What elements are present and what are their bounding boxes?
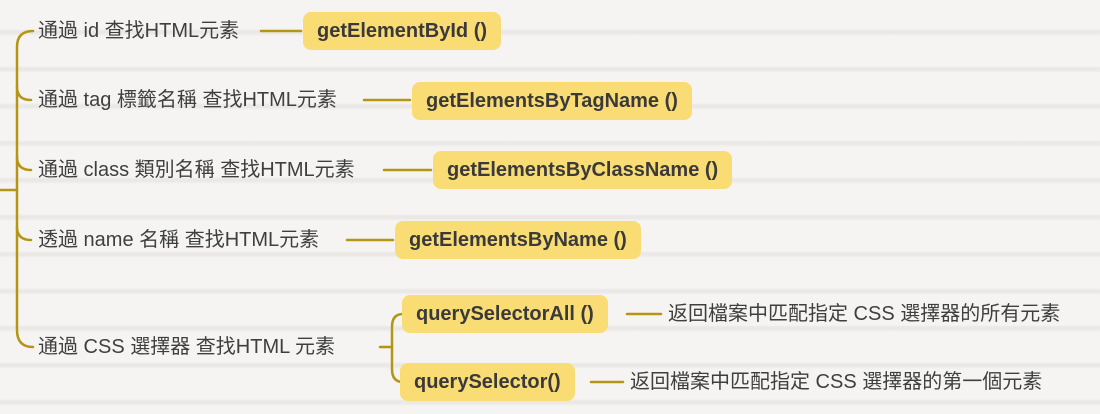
- branch-label-class[interactable]: 通過 class 類別名稱 查找HTML元素: [38, 159, 355, 181]
- desc-label-queryselectorall[interactable]: 返回檔案中匹配指定 CSS 選擇器的所有元素: [668, 303, 1061, 325]
- branch-label-tag[interactable]: 通過 tag 標籤名稱 查找HTML元素: [38, 89, 337, 111]
- method-node-getelementsbyclassname[interactable]: getElementsByClassName (): [433, 151, 733, 189]
- branch-label-css-selector[interactable]: 通過 CSS 選擇器 查找HTML 元素: [38, 336, 336, 358]
- method-node-queryselectorall[interactable]: querySelectorAll (): [402, 295, 608, 333]
- branch-curve-4: [15, 225, 33, 242]
- method-node-getelementbyid[interactable]: getElementById (): [303, 12, 502, 50]
- sub-branch-bracket: [390, 312, 405, 384]
- method-node-getelementsbytagname[interactable]: getElementsByTagName (): [412, 82, 692, 120]
- method-node-queryselector[interactable]: querySelector(): [400, 363, 575, 401]
- branch-label-name[interactable]: 透過 name 名稱 查找HTML元素: [38, 229, 320, 251]
- branch-label-id[interactable]: 通過 id 查找HTML元素: [38, 20, 240, 42]
- branch-curve-2: [15, 85, 33, 102]
- desc-label-queryselector[interactable]: 返回檔案中匹配指定 CSS 選擇器的第一個元素: [630, 371, 1043, 393]
- branch-curve-3: [15, 155, 33, 172]
- method-node-getelementsbyname[interactable]: getElementsByName (): [395, 221, 641, 259]
- trunk-line: [15, 29, 35, 349]
